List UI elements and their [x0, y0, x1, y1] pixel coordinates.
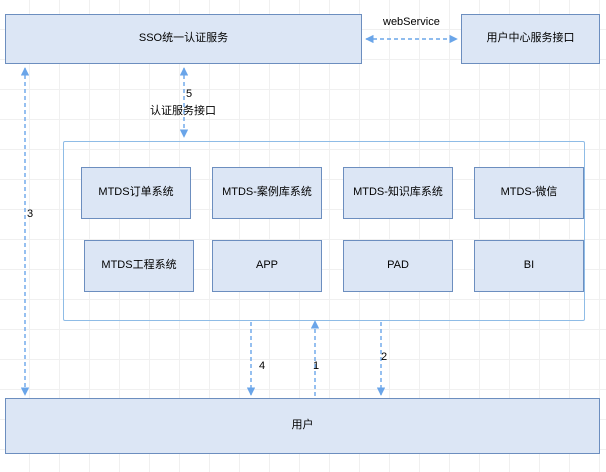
system-box-mtds-case-library[interactable]: MTDS-案例库系统	[212, 167, 322, 219]
edge-label-1: 1	[313, 360, 320, 372]
system-label: MTDS-案例库系统	[222, 186, 312, 199]
system-label: MTDS工程系统	[101, 259, 177, 272]
user-box[interactable]: 用户	[5, 398, 600, 454]
system-box-pad[interactable]: PAD	[343, 240, 453, 292]
system-label: MTDS-微信	[500, 186, 558, 199]
system-box-mtds-engineering[interactable]: MTDS工程系统	[84, 240, 194, 292]
system-label: MTDS订单系统	[98, 186, 174, 199]
system-label: PAD	[387, 259, 409, 272]
edge-label-auth-number: 5	[186, 88, 193, 100]
edge-label-4: 4	[259, 360, 266, 372]
user-center-service-label: 用户中心服务接口	[486, 32, 575, 45]
edge-label-webservice: webService	[383, 16, 440, 28]
user-label: 用户	[291, 419, 314, 432]
system-label: APP	[255, 259, 278, 272]
user-center-service-box[interactable]: 用户中心服务接口	[461, 14, 600, 64]
system-label: MTDS-知识库系统	[353, 186, 443, 199]
system-box-mtds-order[interactable]: MTDS订单系统	[81, 167, 191, 219]
system-box-mtds-wechat[interactable]: MTDS-微信	[474, 167, 584, 219]
system-box-app[interactable]: APP	[212, 240, 322, 292]
sso-service-label: SSO统一认证服务	[138, 32, 229, 45]
system-box-bi[interactable]: BI	[474, 240, 584, 292]
system-box-mtds-knowledge-library[interactable]: MTDS-知识库系统	[343, 167, 453, 219]
edge-label-3: 3	[27, 208, 34, 220]
edge-label-auth-interface: 认证服务接口	[150, 105, 216, 117]
system-label: BI	[523, 259, 535, 272]
edge-label-2: 2	[381, 351, 388, 363]
sso-service-box[interactable]: SSO统一认证服务	[5, 14, 362, 64]
systems-group-container	[63, 141, 585, 321]
